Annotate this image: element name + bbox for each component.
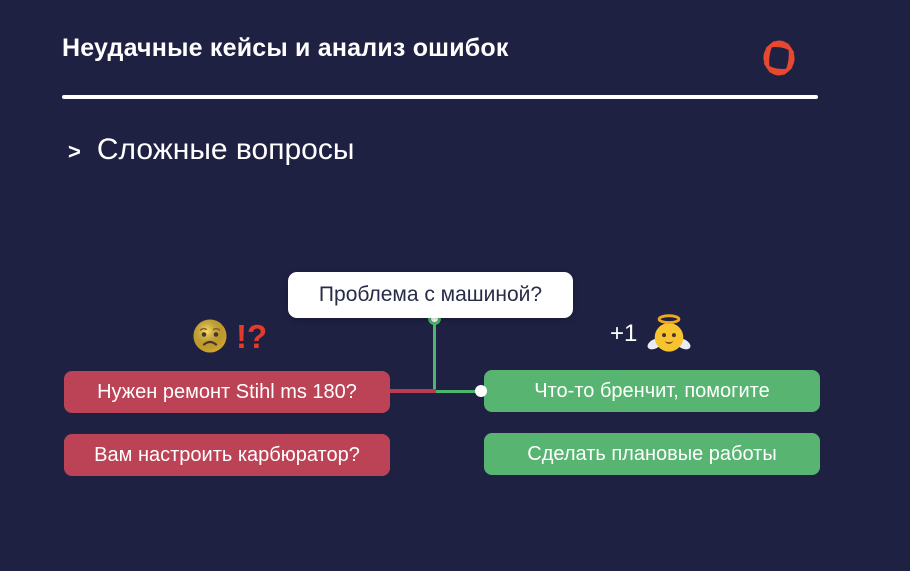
positive-reply-1: Что-то бренчит, помогите	[484, 370, 820, 412]
positive-reply-2: Сделать плановые работы	[484, 433, 820, 475]
negative-reply-2: Вам настроить карбюратор?	[64, 434, 390, 476]
positive-reaction: +1	[610, 312, 691, 356]
worried-face-emoji-icon	[193, 319, 227, 353]
section-heading-row: > Сложные вопросы	[68, 133, 354, 167]
negative-reaction: !?	[192, 318, 267, 354]
anger-logo-icon	[763, 40, 795, 76]
negative-reply-1: Нужен ремонт Stihl ms 180?	[64, 371, 390, 413]
question-box: Проблема с машиной?	[288, 272, 573, 318]
negative-marker: !?	[236, 317, 268, 355]
section-title: Сложные вопросы	[96, 133, 355, 166]
connector-endpoint-dot	[475, 385, 487, 397]
connector-green-horizontal	[434, 390, 479, 393]
connector-red-horizontal	[389, 389, 436, 393]
slide-title: Неудачные кейсы и анализ ошибок	[62, 34, 509, 62]
baby-angel-emoji-icon	[647, 314, 691, 352]
positive-label: +1	[610, 320, 638, 347]
title-underline	[62, 95, 818, 99]
section-bullet: >	[68, 139, 81, 164]
connector-green-vertical	[433, 319, 436, 392]
